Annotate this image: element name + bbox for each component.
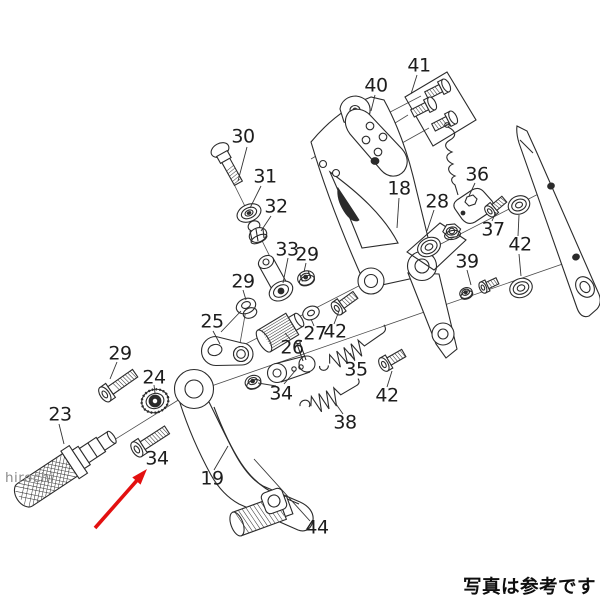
- nut-bolt-39: [459, 277, 500, 300]
- nut-32: [247, 220, 268, 245]
- part-label-29a: 29: [295, 243, 319, 266]
- part-label-37: 37: [481, 218, 505, 241]
- part-label-35: 35: [344, 358, 368, 381]
- joint-33: [257, 254, 294, 302]
- part-label-44: 44: [305, 516, 329, 539]
- part-label-24: 24: [142, 366, 166, 389]
- washer-31: [236, 203, 262, 223]
- part-label-18: 18: [387, 177, 411, 200]
- part-label-36: 36: [465, 163, 489, 186]
- part-label-41: 41: [407, 54, 431, 77]
- spring-35: [319, 324, 387, 371]
- nut-29-right: [297, 270, 316, 287]
- washer-27: [302, 305, 320, 321]
- part-label-29c: 29: [108, 342, 132, 365]
- footpeg-23: [13, 430, 117, 508]
- part-label-23: 23: [48, 403, 72, 426]
- part-label-28: 28: [425, 190, 449, 213]
- leader-lines: [58, 74, 522, 522]
- part-label-39: 39: [455, 250, 479, 273]
- part-label-31: 31: [253, 165, 277, 188]
- spline-shaft-26: [255, 312, 305, 353]
- part-label-34a: 34: [269, 382, 293, 405]
- part-label-29b: 29: [231, 270, 255, 293]
- part-label-32: 32: [264, 195, 288, 218]
- adjuster-cable: [444, 122, 459, 196]
- bolt-30: [210, 142, 244, 187]
- bolt-42-middle: [330, 290, 359, 316]
- part-label-25: 25: [200, 310, 224, 333]
- part-label-33: 33: [275, 238, 299, 261]
- part-label-26: 26: [280, 336, 304, 359]
- adjuster-block-36: [453, 187, 495, 225]
- bolt-34-arrowed: [130, 425, 171, 458]
- part-label-38: 38: [333, 411, 357, 434]
- pointer-arrow: [93, 469, 147, 530]
- part-label-30: 30: [231, 125, 255, 148]
- watermark: hirochi: [5, 470, 55, 486]
- pedal-19: [173, 368, 314, 537]
- washer-42-lower: [509, 277, 533, 299]
- shift-link-34: [266, 339, 316, 384]
- bolt-29-footpeg: [98, 368, 139, 403]
- washer-42-upper: [507, 195, 531, 215]
- part-label-42c: 42: [375, 384, 399, 407]
- mount-plate-40: [339, 95, 408, 177]
- part-label-27: 27: [303, 322, 327, 345]
- reference-caption: 写真は参考です: [463, 577, 597, 598]
- flange-nut-34: [244, 374, 262, 390]
- spring-38: [299, 378, 360, 413]
- bolt-42-lower: [378, 348, 407, 372]
- part-label-19: 19: [200, 467, 224, 490]
- washer-nut-28: [406, 222, 467, 271]
- part-label-40: 40: [364, 74, 388, 97]
- link-25: [201, 335, 254, 367]
- bolt-kit-41: [404, 71, 477, 147]
- cap-29-left: [235, 297, 258, 319]
- part-label-42a: 42: [508, 233, 532, 256]
- part-label-42b: 42: [323, 320, 347, 343]
- heel-plate: [516, 125, 600, 318]
- lock-ring-24: [140, 388, 170, 414]
- part-label-34b: 34: [145, 447, 169, 470]
